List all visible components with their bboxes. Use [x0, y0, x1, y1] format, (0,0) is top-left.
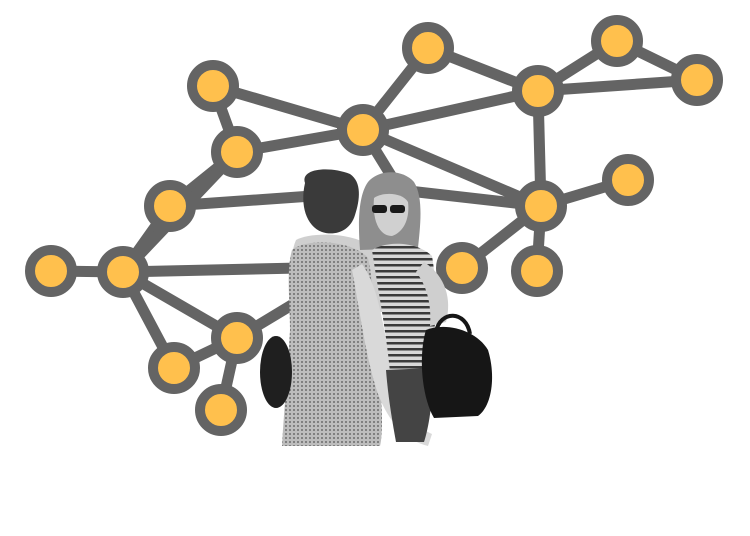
- graph-node: [337, 104, 389, 156]
- node-layer: [25, 15, 723, 436]
- woman-left: [260, 169, 432, 446]
- graph-node: [144, 180, 196, 232]
- graph-node: [25, 245, 77, 297]
- graph-edge: [532, 74, 703, 97]
- graph-node: [602, 154, 654, 206]
- graph-node: [195, 384, 247, 436]
- graph-node: [211, 126, 263, 178]
- graph-node: [402, 22, 454, 74]
- graph-node: [436, 242, 488, 294]
- people-photo: [260, 169, 493, 446]
- graph-node: [148, 342, 200, 394]
- graph-node: [211, 312, 263, 364]
- graph-node: [511, 245, 563, 297]
- graph-node: [671, 54, 723, 106]
- graph-edge: [357, 85, 544, 136]
- graph-node: [515, 180, 567, 232]
- graph-edge: [357, 124, 547, 212]
- graph-node: [187, 60, 239, 112]
- graph-node: [97, 246, 149, 298]
- graph-node: [591, 15, 643, 67]
- graph-node: [512, 65, 564, 117]
- woman-right: [358, 172, 493, 442]
- graph-edge: [117, 262, 306, 278]
- graph-edge: [207, 80, 369, 136]
